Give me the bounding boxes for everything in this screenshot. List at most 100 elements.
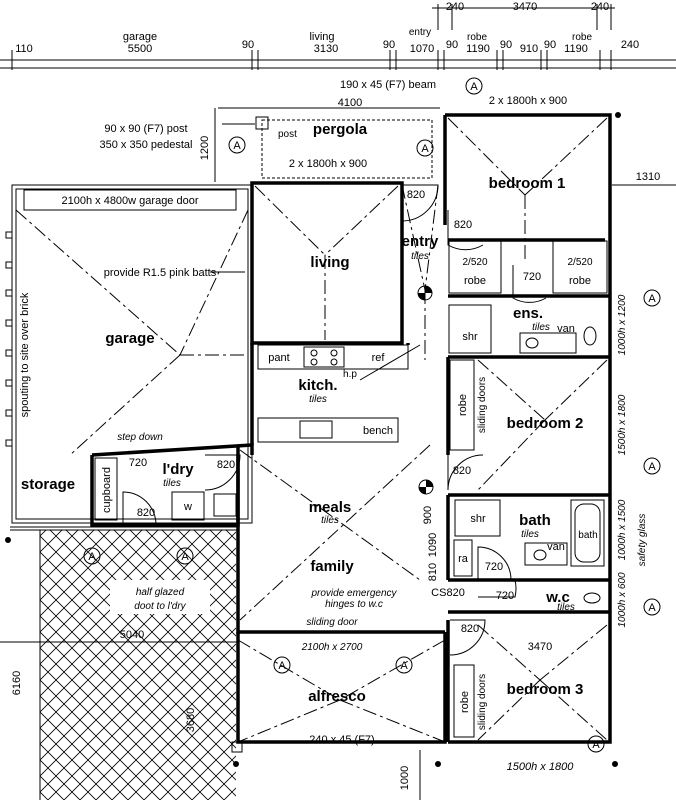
garage-door-label: 2100h x 4800w garage door xyxy=(62,195,199,207)
robe-door-2: 2/520 xyxy=(567,257,592,268)
washer-icon xyxy=(171,491,205,521)
batts-label: provide R1.5 pink batts xyxy=(104,267,217,279)
dim-living-label: living xyxy=(309,31,334,43)
dim-1310: 1310 xyxy=(636,171,660,183)
dim-3680: 3680 xyxy=(185,708,197,732)
room-living: living xyxy=(310,254,349,271)
room-storage: storage xyxy=(21,476,75,493)
top-dimensions: 240 3470 240 garage living entry robe ro… xyxy=(0,1,676,70)
sliding-doors-bed3: sliding doors xyxy=(477,674,488,730)
svg-text:A: A xyxy=(88,551,96,563)
dim-1190a: 1190 xyxy=(466,43,490,55)
svg-text:A: A xyxy=(592,739,600,751)
spouting-label: spouting to site over brick xyxy=(19,292,31,417)
room-meals: meals xyxy=(309,499,352,516)
marker-a-2: A xyxy=(228,136,246,154)
room-kitchen: kitch. xyxy=(298,377,337,394)
svg-text:A: A xyxy=(648,293,656,305)
room-pergola: pergola xyxy=(313,121,368,138)
marker-a-3: A xyxy=(416,139,434,157)
dim-90a: 90 xyxy=(242,39,254,51)
svg-text:A: A xyxy=(648,602,656,614)
wc-finish: tiles xyxy=(557,602,575,613)
dim-3130: 3130 xyxy=(314,43,338,55)
wc-toilet-icon xyxy=(583,592,601,604)
room-bedroom-1: bedroom 1 xyxy=(489,175,566,192)
patio-hatch xyxy=(40,530,236,800)
marker-a-5: A xyxy=(643,457,661,475)
dim-top-3470: 3470 xyxy=(513,1,537,13)
room-ens: ens. xyxy=(513,305,543,322)
window-bed2: 1500h x 1800 xyxy=(617,394,628,455)
safety-glass: safety glass xyxy=(637,514,648,567)
marker-a-8: A xyxy=(176,547,194,565)
dim-top-240b: 240 xyxy=(591,1,609,13)
bathtub-label: bath xyxy=(578,530,597,541)
section-markers: A A A A A A A A A A A xyxy=(83,77,661,753)
door-bed3-820: 820 xyxy=(461,623,479,635)
cupboard: cupboard xyxy=(101,467,113,513)
entry-finish: tiles xyxy=(411,251,429,262)
window-pergola: 2 x 1800h x 900 xyxy=(289,158,367,170)
sink-icon xyxy=(299,420,333,439)
ens-toilet-icon xyxy=(583,326,597,346)
room-laundry: l'dry xyxy=(162,461,194,478)
svg-text:A: A xyxy=(233,140,241,152)
dim-1200: 1200 xyxy=(199,136,211,160)
svg-text:A: A xyxy=(421,143,429,155)
bath-finish: tiles xyxy=(521,529,539,540)
ens-shower: shr xyxy=(462,331,478,343)
bath-vanity: van xyxy=(547,541,565,553)
window-ens: 1000h x 1200 xyxy=(617,294,628,355)
dim-robe-label-2: robe xyxy=(572,32,592,43)
alfresco-beam: 240 x 45 (F7) xyxy=(309,734,374,746)
dim-1190b: 1190 xyxy=(564,43,588,55)
post-small-label: post xyxy=(278,129,297,140)
ens-vanity: van xyxy=(557,323,575,335)
refrigerator: ref xyxy=(372,352,386,364)
marker-a-4: A xyxy=(643,289,661,307)
dim-4100: 4100 xyxy=(338,97,362,109)
room-entry: entry xyxy=(402,233,439,250)
cooktop-icon xyxy=(303,346,345,368)
room-bath: bath xyxy=(519,512,551,529)
dim-1070: 1070 xyxy=(410,43,434,55)
post-label: 90 x 90 (F7) post xyxy=(104,123,187,135)
door-bed1-820: 820 xyxy=(454,219,472,231)
door-entry-820: 820 xyxy=(407,189,425,201)
robe-bed3: robe xyxy=(459,691,471,713)
glazed-door-1: half glazed xyxy=(136,587,185,598)
window-wc: 1000h x 600 xyxy=(617,572,628,627)
door-bath-720: 720 xyxy=(485,561,503,573)
marker-a-1: A xyxy=(465,77,483,95)
dim-810: 810 xyxy=(427,563,439,581)
window-bath: 1000h x 1500 xyxy=(617,499,628,560)
bath-shower: shr xyxy=(470,513,486,525)
svg-text:A: A xyxy=(278,660,286,672)
hotplate: h.p xyxy=(343,369,357,380)
room-family: family xyxy=(310,558,354,575)
pantry: pant xyxy=(268,352,289,364)
door-wc-720: 720 xyxy=(496,590,514,602)
dim-6160: 6160 xyxy=(11,671,23,695)
svg-text:A: A xyxy=(181,551,189,563)
door-bed2-820: 820 xyxy=(453,465,471,477)
room-garage: garage xyxy=(105,330,154,347)
dim-1090: 1090 xyxy=(427,533,439,557)
door-ldry-820b: 820 xyxy=(137,507,155,519)
cs820-label: CS820 xyxy=(431,587,465,599)
window-bed3: 1500h x 1800 xyxy=(507,761,575,773)
step-down-label: step down xyxy=(117,432,163,443)
bathtub-icon xyxy=(570,499,605,567)
bench: bench xyxy=(363,425,393,437)
emergency-label-2: hinges to w.c xyxy=(325,599,383,610)
door-ldry-820: 820 xyxy=(217,459,235,471)
dim-garage-label: garage xyxy=(123,31,157,43)
dim-top-240a: 240 xyxy=(446,1,464,13)
dim-robe-label-1: robe xyxy=(467,32,487,43)
marker-a-11: A xyxy=(587,735,605,753)
room-bedroom-3: bedroom 3 xyxy=(507,681,584,698)
sliding-doors-bed2: sliding doors xyxy=(477,377,488,433)
dim-90d: 90 xyxy=(500,39,512,51)
